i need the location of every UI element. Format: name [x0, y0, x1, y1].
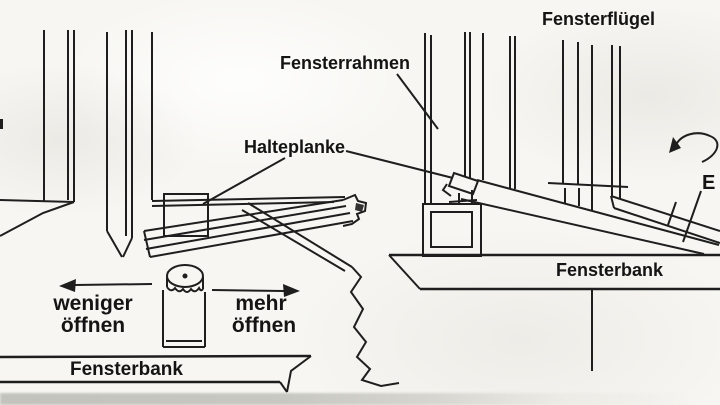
label-holding-plank: Halteplanke: [244, 137, 345, 157]
label-window-sash: Fensterflügel: [542, 9, 655, 29]
left-wall-corner: [0, 119, 75, 237]
left-diagram: weniger öffnen mehr öffnen Fensterbank: [0, 30, 400, 393]
left-sash-tip: [106, 230, 133, 258]
annotation-labels: Fensterflügel Fensterrahmen Halteplanke: [202, 9, 655, 205]
label-open-less-line2: öffnen: [61, 314, 125, 337]
adjustment-knob-icon: [166, 264, 204, 293]
scan-shadow-strip: [0, 393, 720, 405]
knob-center-dot: [182, 273, 188, 279]
left-sill-corner: [241, 202, 400, 388]
halteplanke-bracket-left: [163, 193, 209, 237]
label-truncated: E: [702, 172, 715, 194]
label-open-more-line2: öffnen: [232, 314, 296, 337]
label-sill-left: Fensterbank: [70, 359, 183, 380]
torn-edge: [349, 266, 400, 388]
arrow-left-icon: [59, 279, 153, 292]
halteplanke-leader-right: [345, 150, 454, 179]
halteplanke-rod-left: [151, 196, 346, 207]
adjuster-box: [422, 203, 482, 257]
label-sill-right: Fensterbank: [556, 260, 664, 280]
knob-pedestal: [162, 290, 206, 348]
right-diagram: Fensterbank E: [388, 32, 720, 371]
halteplanke-plank-right: [460, 179, 720, 255]
rotation-arrow-icon: [669, 132, 719, 163]
halteplanke-leader-left: [202, 157, 286, 205]
label-open-more-line1: mehr: [235, 292, 286, 315]
right-sash-lines: [464, 32, 629, 210]
right-sill-band: [388, 253, 720, 371]
label-window-frame: Fensterrahmen: [280, 53, 410, 73]
halteplanke-plank-left: [143, 193, 368, 258]
limiter-bar: [610, 195, 720, 244]
label-open-less-line1: weniger: [52, 292, 132, 315]
left-window-profile-lines: [43, 30, 153, 238]
left-sill-band: [0, 354, 312, 393]
truncated-label-leader: [682, 190, 702, 243]
arrow-right-icon: [211, 284, 300, 297]
fensterrahmen-leader: [396, 73, 439, 130]
